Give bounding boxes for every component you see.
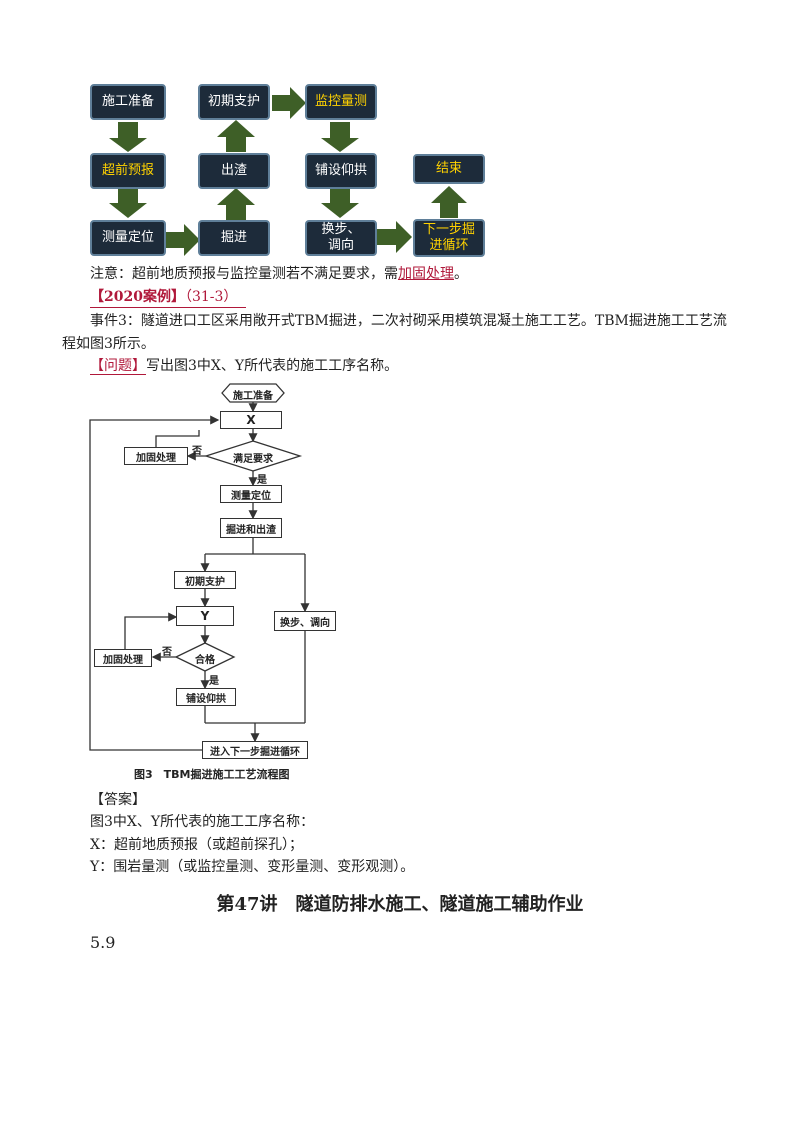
- case-event-line2: 程如图3所示。: [62, 336, 155, 352]
- fc-decision-qualified-label: 合格: [195, 655, 215, 666]
- box-reposition: 换步、 调向: [305, 220, 377, 256]
- case-ref: （31-3）: [184, 289, 238, 305]
- fc-box-excavate-muck: 掘进和出渣: [220, 518, 282, 538]
- process-arrows: [109, 87, 467, 256]
- arrow-up-3: [431, 186, 467, 218]
- fc-box-invert: 铺设仰拱: [176, 688, 236, 706]
- arrow-right-2: [272, 87, 306, 119]
- answer-line1: 图3中X、Y所代表的施工工序名称：: [90, 814, 315, 830]
- arrow-down-2: [109, 188, 147, 218]
- box-end: 结束: [413, 154, 485, 184]
- case-heading: 【2020案例】（31-3）: [90, 287, 247, 308]
- flowchart-lines: [89, 383, 310, 751]
- case-event-line1: 事件3：隧道进口工区采用敞开式TBM掘进，二次衬砌采用模筑混凝土施工工艺。TBM…: [90, 313, 727, 329]
- fc-label-no-1: 否: [192, 446, 202, 457]
- answer-tag: 【答案】: [90, 792, 146, 808]
- fc-box-reposition: 换步、调向: [274, 611, 336, 631]
- case-tag: 【2020案例】: [90, 289, 185, 305]
- note-link-reinforce[interactable]: 加固处理: [398, 266, 454, 282]
- fc-label-yes-1: 是: [257, 475, 267, 486]
- fc-start-label: 施工准备: [233, 391, 273, 402]
- fc-box-reinforce-1: 加固处理: [124, 447, 188, 465]
- arrow-right-3: [376, 221, 412, 253]
- fc-label-yes-2: 是: [209, 676, 219, 687]
- box-survey-positioning: 测量定位: [90, 220, 166, 256]
- note-suffix: 。: [454, 266, 468, 282]
- box-next-cycle: 下一步掘 进循环: [413, 219, 485, 257]
- box-initial-support: 初期支护: [198, 84, 270, 120]
- arrow-up-1: [217, 188, 255, 220]
- section-title: 第47讲 隧道防排水施工、隧道施工辅助作业: [216, 894, 584, 915]
- arrow-down-1: [109, 122, 147, 152]
- box-invert: 铺设仰拱: [305, 153, 377, 189]
- fc-decision-requirement-label: 满足要求: [233, 454, 273, 465]
- fc-box-reinforce-2: 加固处理: [94, 649, 152, 667]
- arrow-down-4: [321, 187, 359, 218]
- fc-box-x: X: [220, 411, 282, 429]
- question-tag: 【问题】: [90, 358, 146, 375]
- box-advance-forecast: 超前预报: [90, 153, 166, 189]
- note-prefix: 注意：超前地质预报与监控量测若不满足要求，需: [90, 266, 398, 282]
- box-mucking: 出渣: [198, 153, 270, 189]
- box-monitoring: 监控量测: [305, 84, 377, 120]
- box-construction-prep: 施工准备: [90, 84, 166, 120]
- start-terminal: [221, 383, 285, 403]
- arrow-right-1: [162, 224, 200, 256]
- fc-box-next-cycle: 进入下一步掘进循环: [202, 741, 308, 759]
- fc-box-y: Y: [176, 606, 234, 626]
- fc-box-initial-support: 初期支护: [174, 571, 236, 589]
- answer-line3: Y：围岩量测（或监控量测、变形量测、变形观测）。: [90, 859, 415, 875]
- fc-label-no-2: 否: [162, 647, 172, 658]
- question-line: 【问题】写出图3中X、Y所代表的施工工序名称。: [90, 356, 398, 376]
- section-number: 5.9: [90, 933, 116, 952]
- box-excavation: 掘进: [198, 220, 270, 256]
- question-text: 写出图3中X、Y所代表的施工工序名称。: [146, 358, 399, 374]
- fc-caption: 图3 TBM掘进施工工艺流程图: [134, 768, 290, 781]
- arrow-down-3: [321, 122, 359, 152]
- arrow-up-2: [217, 120, 255, 152]
- note-line: 注意：超前地质预报与监控量测若不满足要求，需加固处理。: [90, 264, 468, 284]
- fc-box-survey: 测量定位: [220, 485, 282, 503]
- answer-line2: X：超前地质预报（或超前探孔）；: [90, 837, 303, 853]
